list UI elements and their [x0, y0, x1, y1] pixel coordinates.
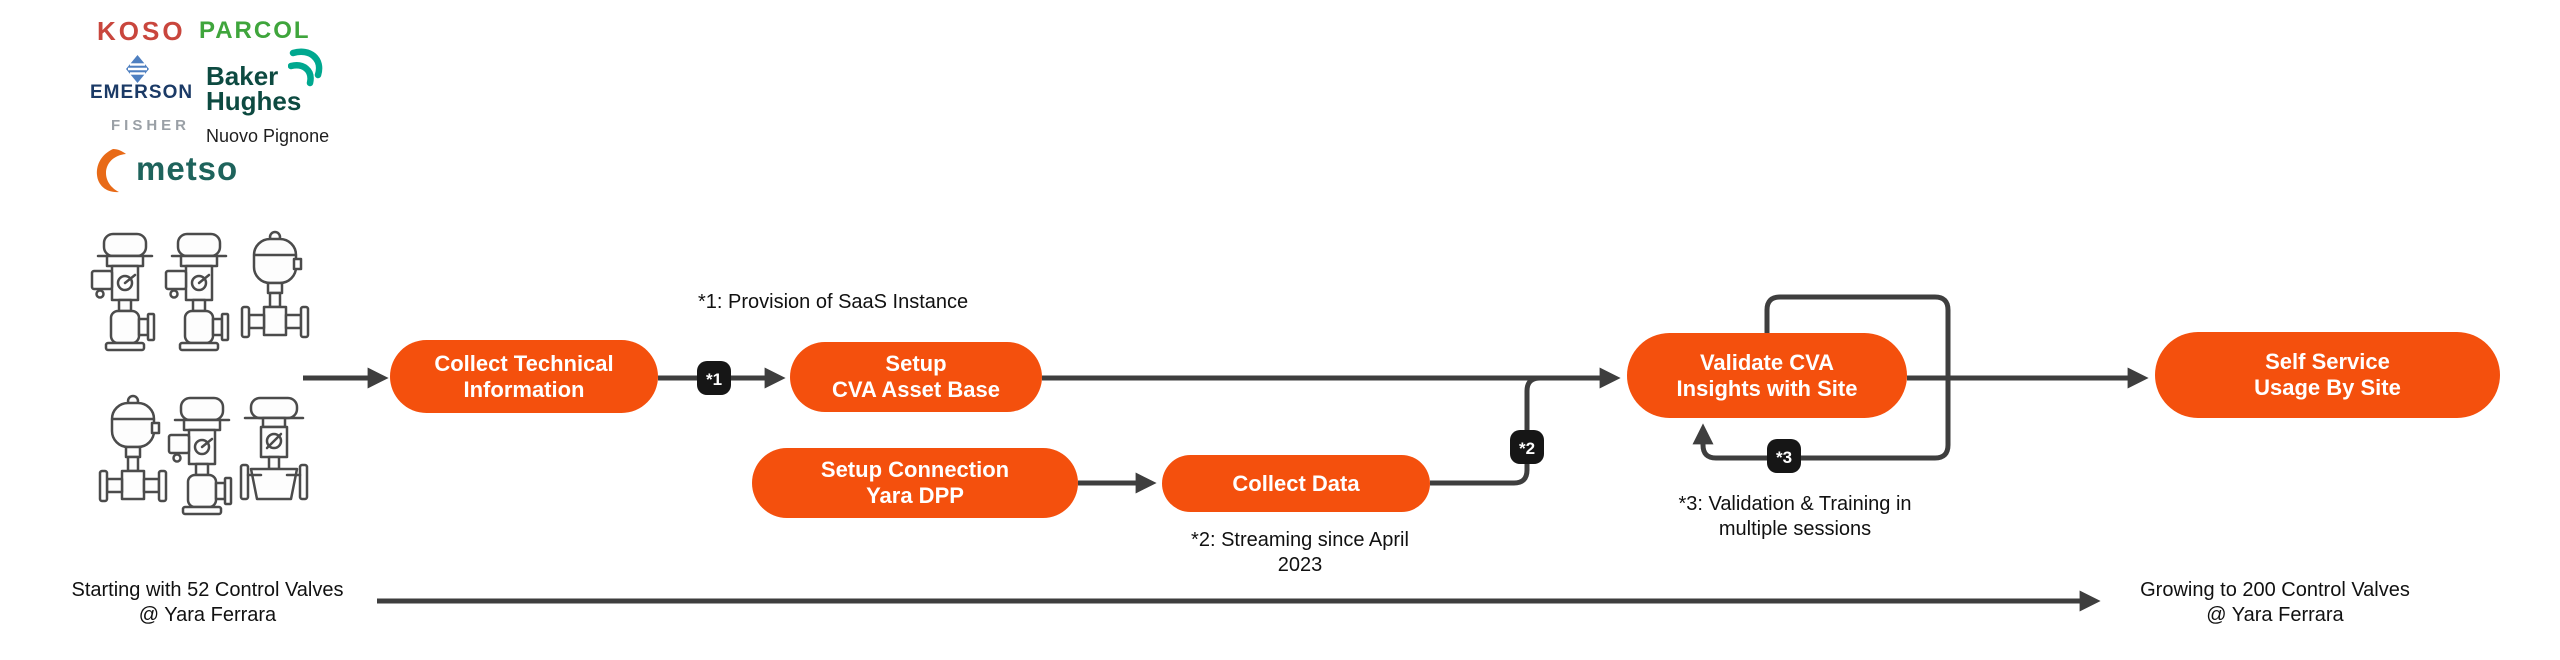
emerson-diamond-icon: [126, 55, 149, 83]
flow-node-collect-technical-information: Collect Technical Information: [390, 340, 658, 413]
annotation-saas-instance: *1: Provision of SaaS Instance: [698, 291, 969, 313]
logo-emerson: EMERSON: [90, 82, 194, 103]
logo-metso: metso: [136, 150, 239, 187]
control-valve-illustrations: [90, 230, 310, 516]
footnote-badge-2: *2: [1510, 430, 1544, 464]
flow-node-label: Setup CVA Asset Base: [832, 351, 1000, 402]
metso-crescent-icon: [96, 149, 126, 193]
footnote-badge-3: *3: [1767, 439, 1801, 473]
flow-node-setup-cva-asset-base: Setup CVA Asset Base: [790, 342, 1042, 412]
flow-node-setup-connection-yara-dpp: Setup Connection Yara DPP: [752, 448, 1078, 518]
timeline-start-label: Starting with 52 Control Valves @ Yara F…: [71, 579, 344, 626]
flow-node-label: Setup Connection Yara DPP: [820, 457, 1010, 508]
flow-node-label: Self Service Usage By Site: [2254, 349, 2401, 400]
flow-node-label: Collect Technical Information: [434, 350, 614, 402]
logo-fisher: FISHER: [111, 117, 191, 134]
annotation-validation-training: *3: Validation & Training in multiple se…: [1678, 493, 1912, 540]
baker-hughes-arc-icon: [288, 48, 323, 87]
logo-koso: KOSO: [97, 16, 186, 46]
flow-node-label: Validate CVA Insights with Site: [1676, 349, 1858, 401]
flow-node-validate-cva-insights-with-site: Validate CVA Insights with Site: [1627, 333, 1907, 418]
timeline-end-label: Growing to 200 Control Valves @ Yara Fer…: [2140, 579, 2410, 626]
flow-node-label: Collect Data: [1232, 470, 1360, 496]
logo-nuovo-pignone: Nuovo Pignone: [206, 126, 330, 146]
annotation-streaming: *2: Streaming since April 2023: [1191, 529, 1409, 576]
footnote-badge-1: *1: [697, 361, 731, 395]
logo-parcol: PARCOL: [199, 17, 311, 44]
logo-baker-hughes: Baker Hughes: [206, 61, 302, 117]
flow-node-collect-data: Collect Data: [1162, 455, 1430, 512]
elbow-collect-data-to-main: [1430, 375, 1541, 486]
flow-node-self-service-usage-by-site: Self Service Usage By Site: [2155, 332, 2500, 418]
